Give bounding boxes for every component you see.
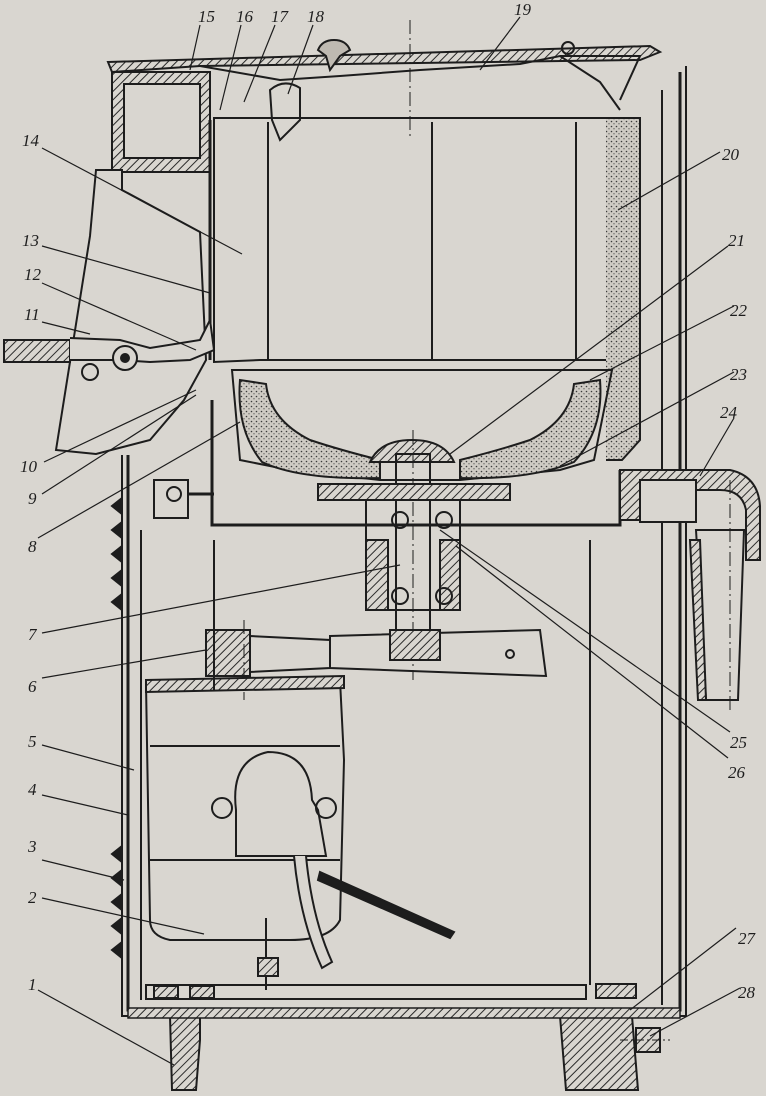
callout-7: 7 (28, 625, 38, 644)
callout-13: 13 (22, 231, 39, 250)
base-feet (127, 1007, 681, 1091)
outer-housing (121, 66, 687, 1017)
callout-21: 21 (728, 231, 745, 250)
callout-16: 16 (236, 7, 254, 26)
callout-25: 25 (730, 733, 747, 752)
terminal-box (211, 750, 456, 990)
callout-11: 11 (24, 305, 40, 324)
callout-10: 10 (20, 457, 38, 476)
upper-left-box (111, 71, 211, 173)
hub-and-shaft (317, 430, 511, 680)
callout-18: 18 (307, 7, 325, 26)
callout-23: 23 (730, 365, 747, 384)
leader-lines (37, 16, 741, 1066)
callout-27: 27 (738, 929, 757, 948)
callout-3: 3 (27, 837, 37, 856)
callout-14: 14 (22, 131, 40, 150)
callout-22: 22 (730, 301, 748, 320)
callout-24: 24 (720, 403, 738, 422)
door-and-handle (3, 169, 216, 456)
motor (144, 674, 346, 941)
side-louvres (110, 495, 123, 961)
callout-19: 19 (514, 0, 532, 19)
drain-outlet (619, 469, 761, 710)
pulley-drive (205, 620, 548, 700)
callout-4: 4 (28, 780, 37, 799)
callout-26: 26 (728, 763, 746, 782)
callout-2: 2 (28, 888, 37, 907)
callout-labels: 1 2 3 4 5 6 7 8 9 10 11 12 13 14 15 16 1… (20, 0, 757, 1002)
callout-17: 17 (271, 7, 290, 26)
callout-28: 28 (738, 983, 756, 1002)
callout-20: 20 (722, 145, 740, 164)
side-bolt (620, 1027, 670, 1053)
callout-5: 5 (28, 732, 37, 751)
callout-8: 8 (28, 537, 37, 556)
callout-12: 12 (24, 265, 42, 284)
drum (208, 117, 641, 461)
bottom-frame (145, 540, 637, 1000)
callout-6: 6 (28, 677, 37, 696)
callout-15: 15 (198, 7, 215, 26)
machine-drawing (3, 20, 761, 1091)
callout-1: 1 (28, 975, 37, 994)
callout-9: 9 (28, 489, 37, 508)
left-bracket (153, 479, 214, 519)
